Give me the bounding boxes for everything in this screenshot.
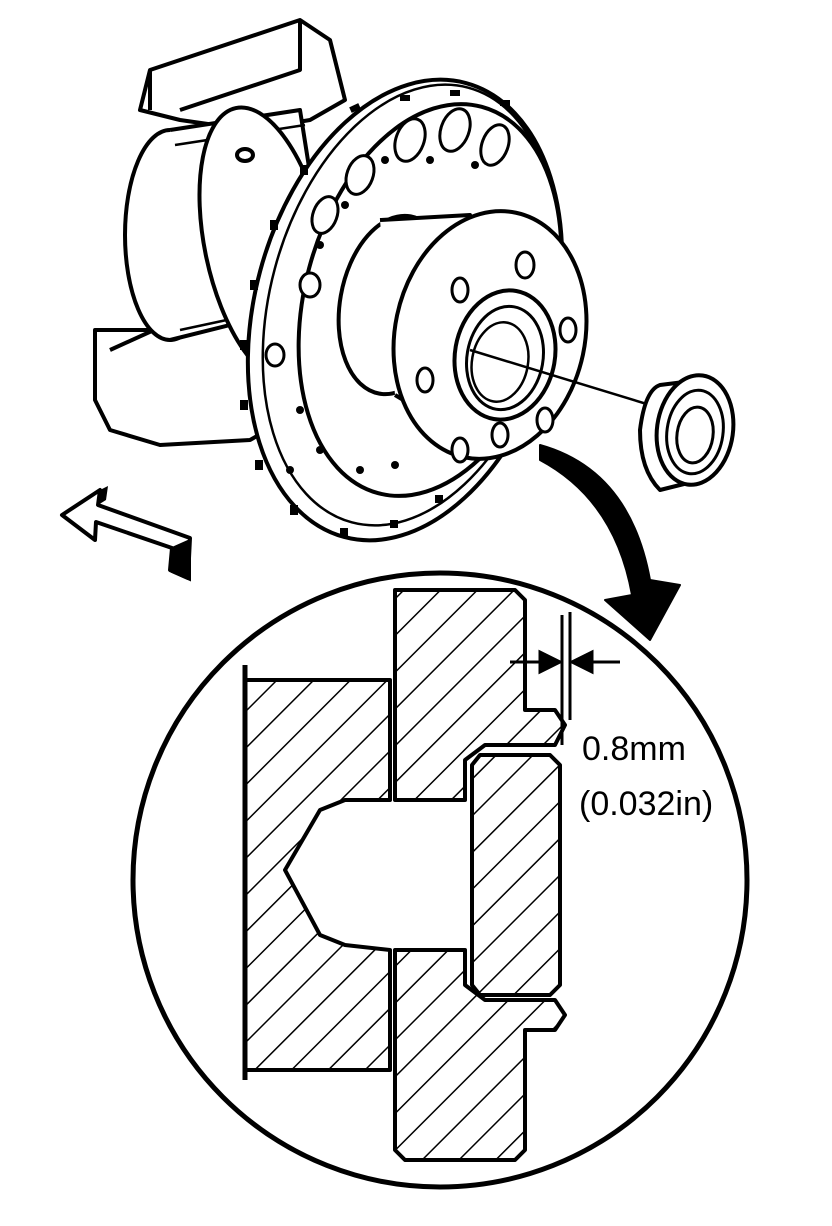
flexplate-holes — [264, 107, 511, 368]
crank-counterweight — [138, 18, 347, 132]
direction-arrow-icon — [60, 486, 192, 582]
bearing-section — [470, 753, 562, 997]
gap-dimension — [510, 612, 620, 745]
install-axis-line — [469, 348, 651, 407]
pilot-bearing — [638, 373, 736, 492]
gap-value-imperial: (0.032in) — [579, 785, 713, 823]
crankshaft-assembly — [93, 18, 736, 543]
hub-section — [393, 588, 567, 802]
hub-bolt-holes — [415, 250, 578, 464]
flexplate-bolt-holes — [286, 156, 479, 474]
hub-section-lower — [393, 948, 567, 1162]
gap-value-metric: 0.8mm — [582, 730, 686, 768]
detail-view: 0.8mm (0.032in) — [130, 570, 750, 1190]
reluctor-teeth — [240, 90, 510, 536]
crankshaft-section — [243, 678, 392, 1072]
detail-callout-arrow-icon — [539, 444, 681, 641]
